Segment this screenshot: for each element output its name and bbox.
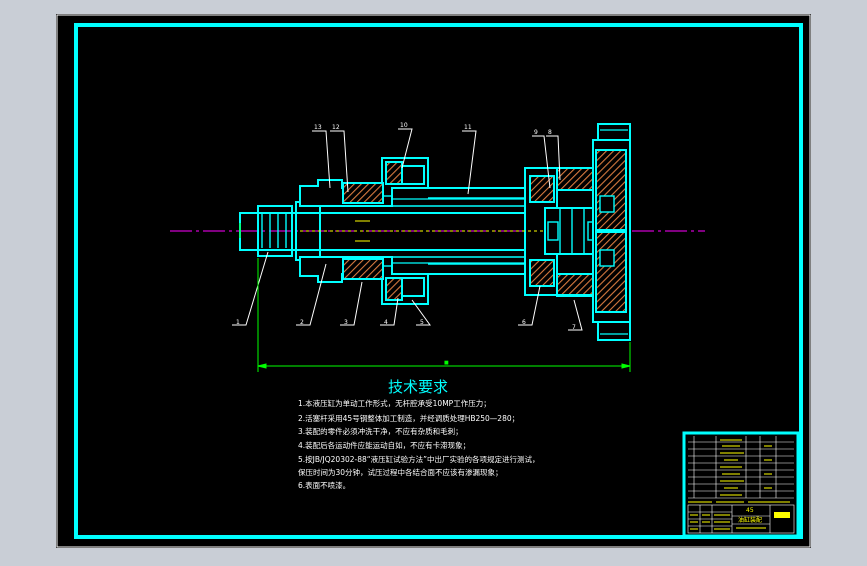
front-gland [299,157,429,305]
balloon-1: 1 [236,319,240,326]
tech-req-line-4: 4.装配后各运动件应能运动自如，不应有卡滞现象； [298,440,470,450]
balloon-8: 8 [548,129,552,136]
balloon-labels-top: 13 12 10 11 9 8 [314,122,552,136]
title-block-name: 油缸装配 [738,516,762,524]
overall-length-dimension [257,258,631,372]
tech-req-line-5: 5.按JB/JQ20302-88“液压缸试验方法”中出厂实验的各项规定进行测试， [298,454,540,464]
outer-trim-frame [56,14,811,548]
overall-length-label: ■ [444,360,449,366]
tech-req-line-3: 3.装配的零件必须冲洗干净，不应有杂质和毛刺； [298,426,463,436]
balloon-labels-bottom: 1 2 3 4 5 6 7 [236,319,576,331]
title-block: 45 油缸装配 [682,431,800,538]
balloon-9: 9 [534,129,538,136]
balloon-5: 5 [420,319,424,326]
balloon-11: 11 [464,124,472,131]
balloon-3: 3 [344,319,348,326]
tech-req-line-1: 1.本液压缸为单动工作形式，无杆腔承受10MP工作压力； [298,398,491,408]
tech-req-line-6: 保压时间为30分钟，试压过程中各结合面不应该有渗漏现象； [298,467,503,477]
technical-requirements: 技术要求 1.本液压缸为单动工作形式，无杆腔承受10MP工作压力； 2.活塞杆采… [298,378,540,490]
balloon-12: 12 [332,124,340,131]
tech-req-line-7: 6.表面不喷漆。 [298,480,350,490]
rear-head [545,123,631,341]
balloon-leaders [232,128,583,331]
balloon-10: 10 [400,122,408,129]
balloon-7: 7 [572,324,576,331]
balloon-4: 4 [384,319,388,326]
title-block-stamp [774,512,790,518]
tech-req-line-2: 2.活塞杆采用45号钢整体加工制造，并经调质处理HB250—280； [298,413,519,423]
balloon-13: 13 [314,124,322,131]
tech-req-heading: 技术要求 [388,378,448,396]
cylinder-assembly-section [239,123,631,341]
balloon-6: 6 [522,319,526,326]
drawing-border [74,23,803,539]
balloon-2: 2 [300,319,304,326]
title-block-material: 45 [746,507,754,514]
